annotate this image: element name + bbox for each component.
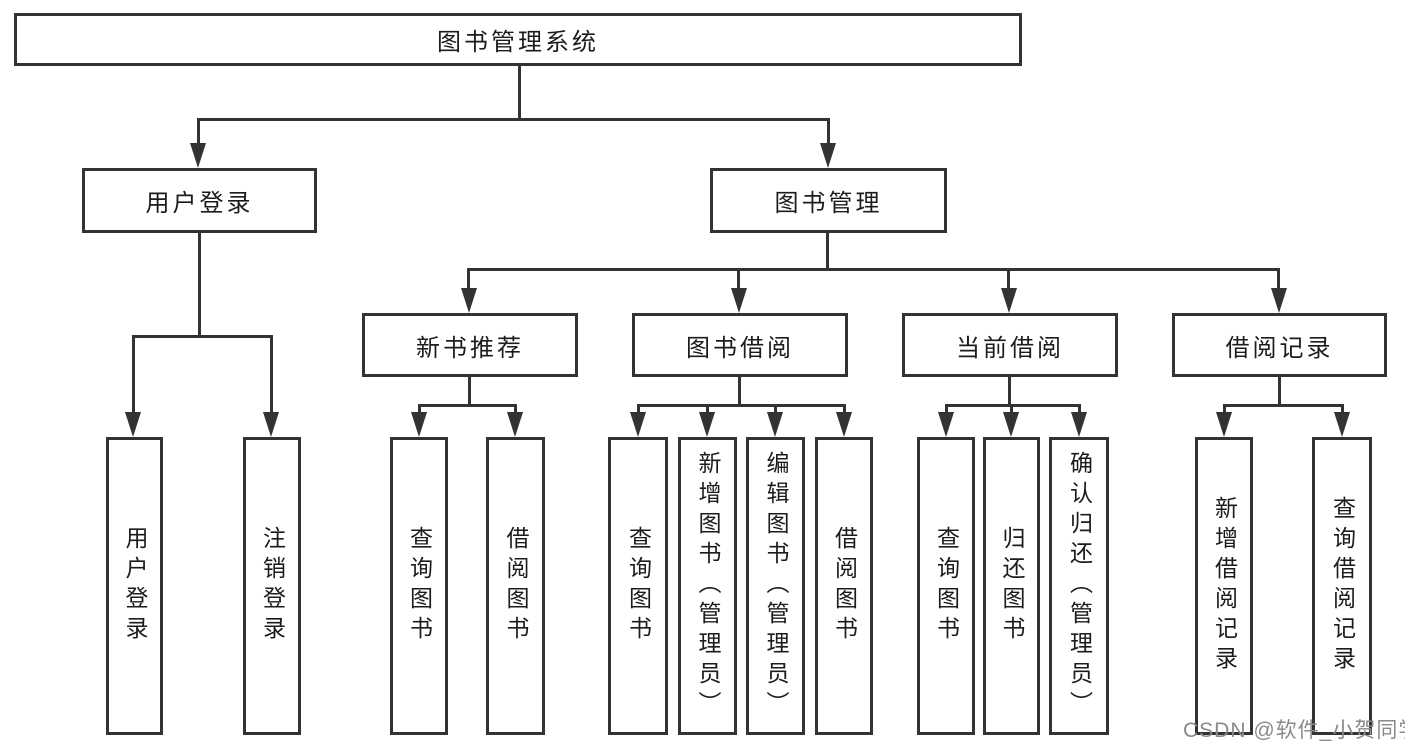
node-current-borrowing: 当前借阅 bbox=[902, 313, 1118, 377]
connector-line bbox=[1010, 404, 1013, 415]
connector-line bbox=[1223, 404, 1226, 415]
connector-line bbox=[518, 64, 521, 118]
arrowhead-down-icon bbox=[731, 288, 747, 313]
leaf-current-return-books: 归还图书 bbox=[983, 437, 1040, 735]
connector-line bbox=[132, 335, 135, 414]
connector-line bbox=[197, 118, 830, 121]
connector-line bbox=[843, 404, 846, 415]
node-label: 用户登录 bbox=[145, 190, 254, 217]
arrowhead-down-icon bbox=[461, 288, 477, 313]
node-label: 注销登录 bbox=[259, 526, 286, 646]
node-user-login: 用户登录 bbox=[82, 168, 317, 233]
node-label: 图书管理系统 bbox=[437, 29, 599, 56]
node-label: 图书管理 bbox=[774, 190, 883, 217]
arrowhead-down-icon bbox=[767, 412, 783, 437]
connector-line bbox=[738, 377, 741, 404]
leaf-borrowing-edit-books-admin: 编辑图书（管理员） bbox=[746, 437, 805, 735]
connector-line bbox=[1008, 377, 1011, 404]
connector-line bbox=[827, 118, 830, 146]
node-label: 借阅图书 bbox=[503, 526, 529, 646]
arrowhead-down-icon bbox=[125, 412, 141, 437]
leaf-user-login: 用户登录 bbox=[106, 437, 163, 735]
node-label: 当前借阅 bbox=[956, 334, 1064, 362]
node-label: 查询图书 bbox=[933, 526, 960, 646]
arrowhead-down-icon bbox=[263, 412, 279, 437]
csdn-watermark: CSDN @软件_小贺同学 bbox=[1183, 719, 1405, 742]
leaf-records-query-record: 查询借阅记录 bbox=[1312, 437, 1372, 735]
node-label: 归还图书 bbox=[999, 526, 1025, 646]
connector-line bbox=[418, 404, 517, 407]
leaf-borrowing-borrow-books: 借阅图书 bbox=[815, 437, 873, 735]
arrowhead-down-icon bbox=[938, 412, 954, 437]
node-library-system: 图书管理系统 bbox=[14, 13, 1022, 66]
leaf-current-query-books: 查询图书 bbox=[917, 437, 975, 735]
connector-line bbox=[945, 404, 1081, 407]
connector-line bbox=[637, 404, 846, 407]
node-label: 确认归还（管理员） bbox=[1066, 451, 1093, 721]
node-label: 用户登录 bbox=[122, 526, 148, 646]
connector-line bbox=[945, 404, 948, 415]
arrowhead-down-icon bbox=[836, 412, 852, 437]
connector-line bbox=[637, 404, 640, 415]
connector-line bbox=[1341, 404, 1344, 415]
leaf-records-add-record: 新增借阅记录 bbox=[1195, 437, 1253, 735]
arrowhead-down-icon bbox=[411, 412, 427, 437]
arrowhead-down-icon bbox=[699, 412, 715, 437]
leaf-borrowing-add-books-admin: 新增图书（管理员） bbox=[678, 437, 737, 735]
connector-line bbox=[1277, 268, 1280, 290]
connector-line bbox=[198, 233, 201, 335]
node-book-borrowing: 图书借阅 bbox=[632, 313, 848, 377]
connector-line bbox=[418, 404, 421, 415]
connector-line bbox=[467, 268, 1280, 271]
arrowhead-down-icon bbox=[820, 143, 836, 168]
node-label: 借阅图书 bbox=[831, 526, 858, 646]
node-label: 查询借阅记录 bbox=[1329, 496, 1356, 676]
node-label: 新书推荐 bbox=[416, 334, 524, 362]
connector-line bbox=[1078, 404, 1081, 415]
connector-line bbox=[1278, 377, 1281, 404]
arrowhead-down-icon bbox=[1003, 412, 1019, 437]
leaf-logout: 注销登录 bbox=[243, 437, 301, 735]
leaf-current-confirm-return-admin: 确认归还（管理员） bbox=[1049, 437, 1109, 735]
connector-line bbox=[826, 233, 829, 268]
node-label: 图书借阅 bbox=[686, 334, 794, 362]
connector-line bbox=[1223, 404, 1344, 407]
connector-line bbox=[774, 404, 777, 415]
connector-line bbox=[468, 377, 471, 404]
arrowhead-down-icon bbox=[1216, 412, 1232, 437]
node-borrowing-records: 借阅记录 bbox=[1172, 313, 1387, 377]
node-label: 查询图书 bbox=[406, 526, 433, 646]
node-label: 新增图书（管理员） bbox=[695, 451, 721, 721]
node-book-management: 图书管理 bbox=[710, 168, 947, 233]
connector-line bbox=[706, 404, 709, 415]
node-label: 借阅记录 bbox=[1225, 334, 1334, 362]
arrowhead-down-icon bbox=[1071, 412, 1087, 437]
arrowhead-down-icon bbox=[630, 412, 646, 437]
leaf-recommend-borrow-books: 借阅图书 bbox=[486, 437, 545, 735]
connector-line bbox=[1007, 268, 1010, 290]
arrowhead-down-icon bbox=[1334, 412, 1350, 437]
arrowhead-down-icon bbox=[507, 412, 523, 437]
arrowhead-down-icon bbox=[1001, 288, 1017, 313]
connector-line bbox=[467, 268, 470, 290]
leaf-recommend-query-books: 查询图书 bbox=[390, 437, 448, 735]
node-label: 查询图书 bbox=[625, 526, 652, 646]
node-label: 编辑图书（管理员） bbox=[763, 451, 789, 721]
leaf-borrowing-query-books: 查询图书 bbox=[608, 437, 668, 735]
arrowhead-down-icon bbox=[190, 143, 206, 168]
connector-line bbox=[197, 118, 200, 146]
node-label: 新增借阅记录 bbox=[1211, 496, 1238, 676]
node-new-book-recommend: 新书推荐 bbox=[362, 313, 578, 377]
connector-line bbox=[270, 335, 273, 414]
connector-line bbox=[737, 268, 740, 290]
arrowhead-down-icon bbox=[1271, 288, 1287, 313]
connector-line bbox=[514, 404, 517, 415]
connector-line bbox=[132, 335, 273, 338]
